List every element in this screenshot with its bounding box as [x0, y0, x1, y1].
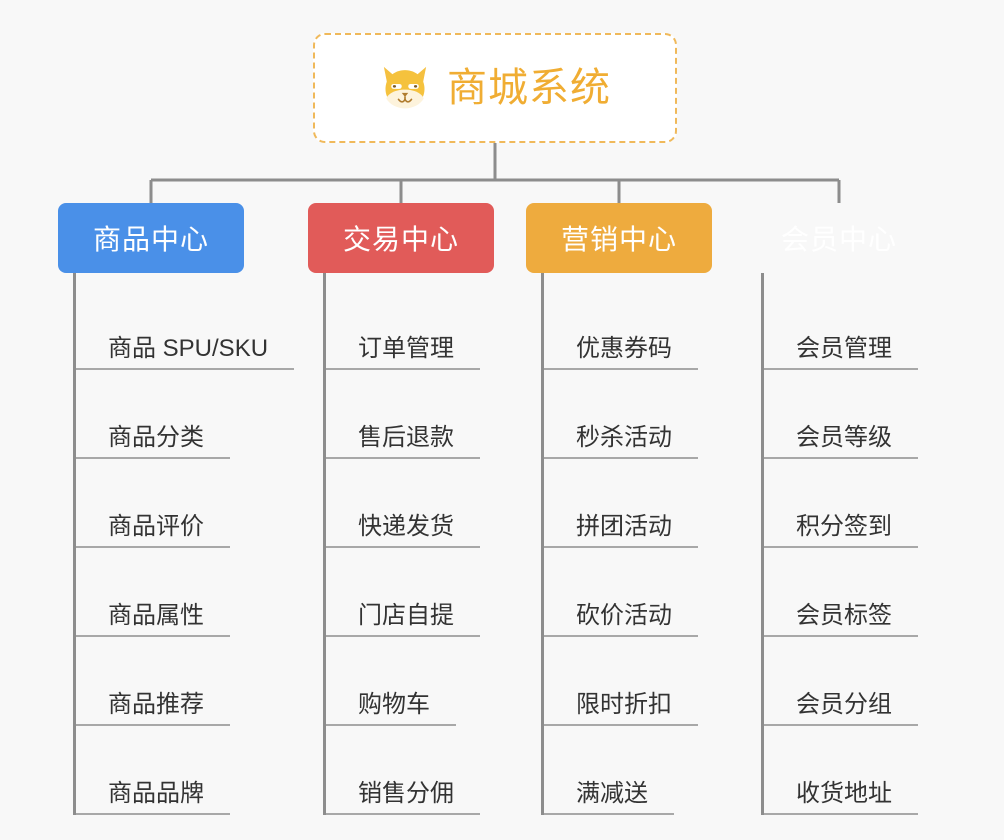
leaf-underline: 订单管理	[326, 334, 480, 370]
leaf-underline: 购物车	[326, 690, 456, 726]
branch-head-label: 会员中心	[780, 224, 897, 255]
leaf-underline: 优惠券码	[544, 334, 698, 370]
leaf-item[interactable]: 商品属性	[76, 548, 294, 637]
leaf-underline: 秒杀活动	[544, 423, 698, 459]
leaf-label: 会员分组	[796, 691, 892, 718]
leaf-label: 会员管理	[796, 335, 892, 362]
leaf-label: 积分签到	[796, 513, 892, 540]
leaf-label: 商品 SPU/SKU	[108, 335, 269, 362]
branch-head-label: 交易中心	[342, 224, 459, 255]
branch-trade-center: 交易中心 订单管理 售后退款 快递发货 门店自提 购物车 销售分佣	[308, 203, 494, 815]
leaf-label: 商品评价	[108, 513, 204, 540]
leaf-label: 商品分类	[108, 424, 204, 451]
root-title: 商城系统	[447, 66, 611, 110]
leaf-label: 会员等级	[796, 424, 892, 451]
leaf-label: 会员标签	[796, 602, 892, 629]
leaf-item[interactable]: 会员标签	[764, 548, 932, 637]
leaf-underline: 售后退款	[326, 423, 480, 459]
leaf-underline: 收货地址	[764, 779, 918, 815]
leaf-label: 商品品牌	[108, 780, 204, 807]
leaf-underline: 门店自提	[326, 601, 480, 637]
leaf-item[interactable]: 收货地址	[764, 726, 932, 815]
leaf-item[interactable]: 商品评价	[76, 459, 294, 548]
leaf-underline: 商品 SPU/SKU	[76, 334, 295, 370]
leaf-underline: 快递发货	[326, 512, 480, 548]
leaf-item[interactable]: 销售分佣	[326, 726, 494, 815]
leaf-item[interactable]: 订单管理	[326, 281, 494, 370]
leaf-item[interactable]: 会员分组	[764, 637, 932, 726]
leaf-label: 优惠券码	[576, 335, 672, 362]
leaf-item[interactable]: 秒杀活动	[544, 370, 712, 459]
leaf-label: 限时折扣	[576, 691, 672, 718]
leaf-label: 拼团活动	[576, 513, 672, 540]
leaf-label: 砍价活动	[576, 602, 672, 629]
leaf-list-marketing-center: 优惠券码 秒杀活动 拼团活动 砍价活动 限时折扣 满减送	[541, 273, 712, 815]
leaf-underline: 限时折扣	[544, 690, 698, 726]
leaf-underline: 商品品牌	[76, 779, 230, 815]
leaf-item[interactable]: 会员管理	[764, 281, 932, 370]
leaf-underline: 商品属性	[76, 601, 230, 637]
leaf-label: 收货地址	[796, 780, 892, 807]
leaf-underline: 销售分佣	[326, 779, 480, 815]
root-node[interactable]: 商城系统	[313, 33, 677, 143]
leaf-underline: 会员分组	[764, 690, 918, 726]
leaf-item[interactable]: 售后退款	[326, 370, 494, 459]
leaf-item[interactable]: 会员等级	[764, 370, 932, 459]
leaf-underline: 会员等级	[764, 423, 918, 459]
branch-product-center: 商品中心 商品 SPU/SKU 商品分类 商品评价 商品属性 商品推荐 商品品牌	[58, 203, 295, 815]
leaf-item[interactable]: 购物车	[326, 637, 494, 726]
leaf-underline: 拼团活动	[544, 512, 698, 548]
branch-head-label: 商品中心	[92, 224, 209, 255]
leaf-item[interactable]: 积分签到	[764, 459, 932, 548]
leaf-underline: 商品分类	[76, 423, 230, 459]
leaf-item[interactable]: 快递发货	[326, 459, 494, 548]
leaf-underline: 商品推荐	[76, 690, 230, 726]
branch-marketing-center: 营销中心 优惠券码 秒杀活动 拼团活动 砍价活动 限时折扣 满减送	[526, 203, 712, 815]
leaf-item[interactable]: 商品推荐	[76, 637, 294, 726]
branch-member-center: 会员中心 会员管理 会员等级 积分签到 会员标签 会员分组 收货地址	[746, 203, 932, 815]
leaf-underline: 积分签到	[764, 512, 918, 548]
leaf-label: 快递发货	[358, 513, 454, 540]
leaf-underline: 商品评价	[76, 512, 230, 548]
leaf-label: 售后退款	[358, 424, 454, 451]
shiba-dog-face-icon	[383, 66, 427, 109]
leaf-underline: 会员管理	[764, 334, 918, 370]
branch-head-product-center[interactable]: 商品中心	[58, 203, 244, 273]
leaf-item[interactable]: 商品分类	[76, 370, 294, 459]
leaf-list-member-center: 会员管理 会员等级 积分签到 会员标签 会员分组 收货地址	[761, 273, 932, 815]
leaf-item[interactable]: 优惠券码	[544, 281, 712, 370]
branch-head-marketing-center[interactable]: 营销中心	[526, 203, 712, 273]
leaf-label: 商品属性	[108, 602, 204, 629]
leaf-label: 秒杀活动	[576, 424, 672, 451]
leaf-list-product-center: 商品 SPU/SKU 商品分类 商品评价 商品属性 商品推荐 商品品牌	[73, 273, 295, 815]
leaf-underline: 满减送	[544, 779, 674, 815]
leaf-underline: 会员标签	[764, 601, 918, 637]
leaf-item[interactable]: 砍价活动	[544, 548, 712, 637]
leaf-item[interactable]: 商品品牌	[76, 726, 294, 815]
leaf-label: 满减送	[576, 780, 648, 807]
leaf-label: 门店自提	[358, 602, 454, 629]
leaf-item[interactable]: 商品 SPU/SKU	[76, 281, 295, 370]
branch-head-trade-center[interactable]: 交易中心	[308, 203, 494, 273]
leaf-item[interactable]: 门店自提	[326, 548, 494, 637]
leaf-item[interactable]: 拼团活动	[544, 459, 712, 548]
leaf-label: 订单管理	[358, 335, 454, 362]
leaf-label: 销售分佣	[358, 780, 454, 807]
leaf-list-trade-center: 订单管理 售后退款 快递发货 门店自提 购物车 销售分佣	[323, 273, 494, 815]
leaf-label: 购物车	[358, 691, 430, 718]
leaf-underline: 砍价活动	[544, 601, 698, 637]
leaf-item[interactable]: 满减送	[544, 726, 712, 815]
leaf-item[interactable]: 限时折扣	[544, 637, 712, 726]
leaf-label: 商品推荐	[108, 691, 204, 718]
branch-head-member-center[interactable]: 会员中心	[746, 203, 932, 273]
branch-head-label: 营销中心	[560, 224, 677, 255]
